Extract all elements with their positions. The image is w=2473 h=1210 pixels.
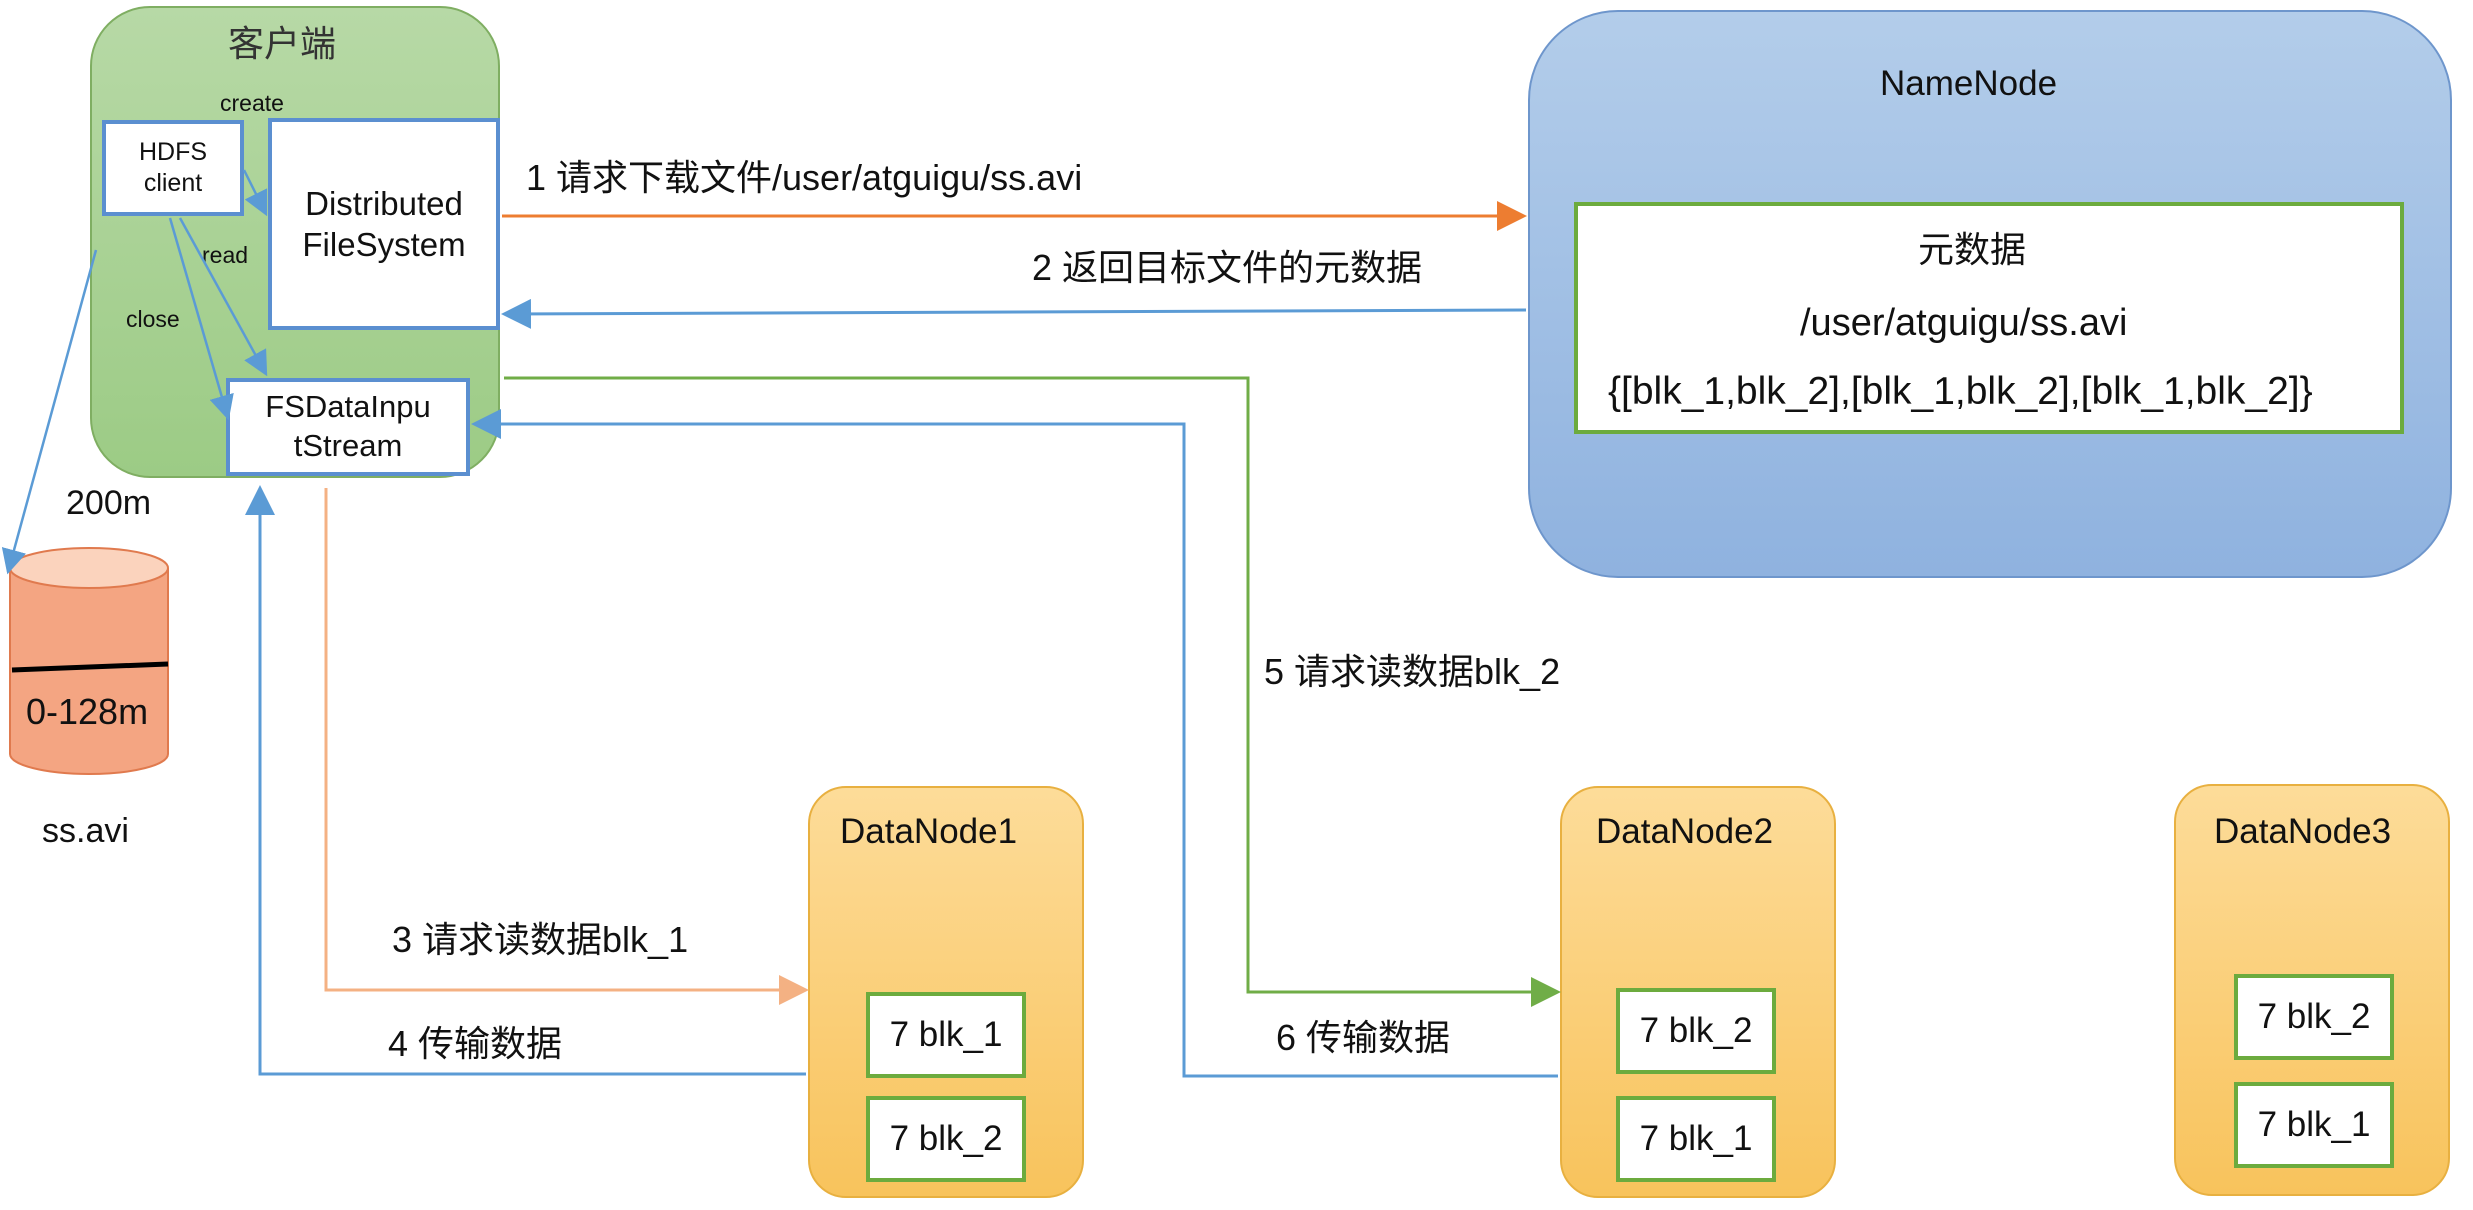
- datanode1-block-1: 7 blk_1: [866, 992, 1026, 1078]
- step5-arrow: [504, 376, 1561, 1007]
- file-name: ss.avi: [42, 812, 129, 850]
- distributed-filesystem-label: Distributed FileSystem: [302, 184, 466, 263]
- client-title: 客户端: [228, 23, 337, 64]
- datanode2-block-1: 7 blk_2: [1616, 988, 1776, 1074]
- file-block-label: 0-128m: [26, 691, 149, 732]
- create-label: create: [220, 90, 284, 116]
- close-label: close: [126, 306, 180, 332]
- step2-label: 2 返回目标文件的元数据: [1032, 247, 1423, 288]
- datanode3-block-1: 7 blk_2: [2234, 974, 2394, 1060]
- step5-label: 5 请求读数据blk_2: [1264, 651, 1561, 692]
- metadata-path: /user/atguigu/ss.avi: [1800, 302, 2128, 344]
- metadata-box: 元数据 /user/atguigu/ss.avi {[blk_1,blk_2],…: [1574, 202, 2404, 434]
- metadata-title: 元数据: [1918, 229, 2027, 270]
- step4-label: 4 传输数据: [388, 1023, 563, 1064]
- step4-arrow: [245, 485, 806, 1076]
- datanode3-block-2-label: 7 blk_1: [2257, 1105, 2371, 1144]
- read-label: read: [202, 242, 249, 268]
- datanode2-block-2-label: 7 blk_1: [1639, 1119, 1753, 1158]
- datanode3-title: DataNode3: [2214, 812, 2392, 851]
- step2-arrow: [501, 298, 1527, 329]
- step3-label: 3 请求读数据blk_1: [392, 919, 689, 960]
- close-arrow: [168, 217, 234, 421]
- hdfs-client-label: HDFS client: [138, 137, 208, 197]
- file-size-label: 200m: [66, 484, 152, 522]
- read-arrow: [178, 217, 268, 377]
- datanode1-title: DataNode1: [840, 812, 1018, 851]
- fsdatainputstream-box[interactable]: FSDataInpu tStream: [226, 378, 470, 476]
- datanode1-block-2: 7 blk_2: [866, 1096, 1026, 1182]
- step6-label: 6 传输数据: [1276, 1017, 1451, 1058]
- step3-arrow: [324, 488, 809, 1005]
- step6-arrow: [471, 409, 1558, 1078]
- namenode-title: NameNode: [1880, 64, 2058, 103]
- datanode3-block-2: 7 blk_1: [2234, 1082, 2394, 1168]
- fsdatainputstream-label: FSDataInpu tStream: [265, 389, 431, 463]
- datanode1-block-2-label: 7 blk_2: [889, 1119, 1003, 1158]
- datanode1-block-1-label: 7 blk_1: [889, 1015, 1003, 1054]
- datanode3-block-1-label: 7 blk_2: [2257, 997, 2371, 1036]
- datanode2-block-1-label: 7 blk_2: [1639, 1011, 1753, 1050]
- metadata-blocks: {[blk_1,blk_2],[blk_1,blk_2],[blk_1,blk_…: [1608, 370, 2313, 413]
- datanode2-title: DataNode2: [1596, 812, 1774, 851]
- step1-label: 1 请求下载文件/user/atguigu/ss.avi: [526, 157, 1083, 198]
- client-to-file-arrow: [1, 249, 98, 575]
- hdfs-client-box[interactable]: HDFS client: [102, 120, 244, 216]
- create-arrow: [242, 169, 268, 217]
- datanode2-block-2: 7 blk_1: [1616, 1096, 1776, 1182]
- file-cylinder: [9, 547, 169, 775]
- distributed-filesystem-box[interactable]: Distributed FileSystem: [268, 118, 500, 330]
